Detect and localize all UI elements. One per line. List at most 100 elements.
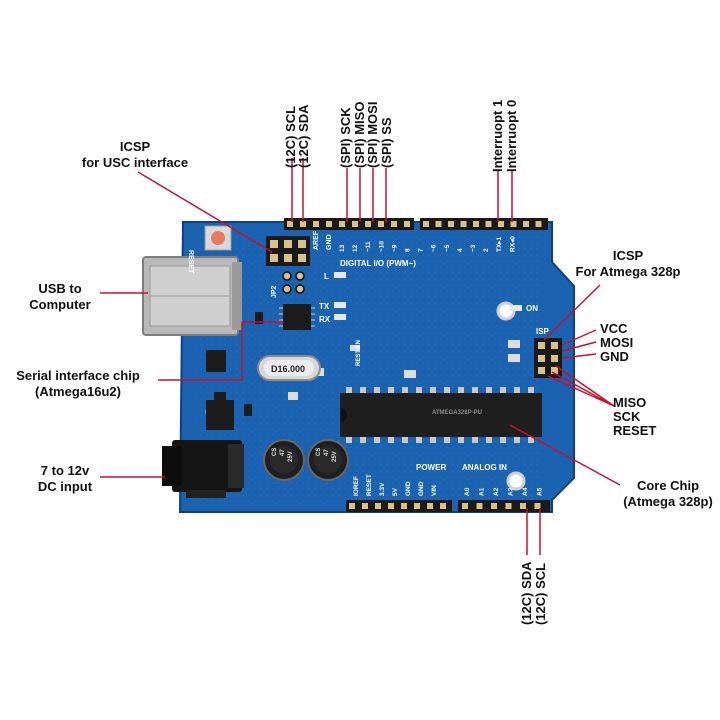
chip-leg	[374, 437, 380, 443]
chip-leg	[402, 437, 408, 443]
header-pin	[388, 503, 394, 509]
reset-button	[204, 225, 232, 251]
led-l	[334, 272, 346, 278]
label-spi-mosi: (SPI) MOSI	[365, 101, 380, 168]
label-serial-chip-line1: Serial interface chip	[16, 368, 140, 383]
label-dc-input: 7 to 12v DC input	[28, 463, 102, 495]
label-gnd: GND	[600, 349, 629, 364]
chip-leg	[444, 387, 450, 393]
chip-leg	[514, 437, 520, 443]
atmega328p-chip	[340, 387, 542, 443]
pointer-lines	[100, 158, 621, 555]
header-pin	[485, 221, 492, 227]
label-miso: MISO	[613, 395, 647, 410]
chip-leg	[514, 387, 520, 393]
mount-hole	[506, 471, 526, 491]
header-pin	[414, 503, 420, 509]
header-pin	[535, 221, 542, 227]
label-reset: RESET	[613, 423, 657, 438]
power-header	[346, 500, 452, 512]
chip-leg	[528, 437, 534, 443]
dc-jack	[162, 440, 244, 498]
header-pin	[300, 221, 306, 227]
header-pin	[510, 221, 517, 227]
smd-part	[206, 350, 226, 372]
chip-leg	[388, 387, 394, 393]
chip-leg	[430, 387, 436, 393]
led-rx	[334, 314, 346, 320]
label-icsp-usb-line1: ICSP	[119, 139, 151, 154]
label-bottom-sda: (12C) SDA	[519, 561, 534, 625]
header-pin	[435, 221, 442, 227]
label-usb-computer: USB to Computer	[18, 281, 102, 313]
label-int1: Interruopt 1	[490, 99, 505, 172]
label-icsp-atmega-line1: ICSP	[612, 248, 644, 263]
chip-leg	[486, 387, 492, 393]
atmega16u2-chip	[279, 304, 315, 330]
header-pin	[404, 221, 410, 227]
header-pin	[462, 503, 468, 509]
header-pin	[375, 503, 381, 509]
label-sck: SCK	[613, 409, 641, 424]
label-usb-computer-line2: Computer	[29, 297, 91, 312]
label-spi-ss: (SPI) SS	[379, 117, 394, 168]
chip-leg	[500, 387, 506, 393]
label-core-chip: Core Chip (Atmega 328p)	[616, 478, 720, 510]
chip-leg	[528, 387, 534, 393]
header-pin	[473, 221, 479, 227]
icsp-atmega-header	[534, 338, 562, 378]
header-pin	[498, 221, 504, 227]
header-pin	[505, 503, 512, 509]
header-pin	[339, 221, 345, 227]
label-icsp-usb: ICSP for USC interface	[60, 139, 210, 171]
label-usb-computer-line1: USB to	[38, 281, 82, 296]
led-on	[510, 305, 522, 311]
header-pin	[460, 221, 467, 227]
label-vcc: VCC	[600, 321, 628, 336]
usb-connector	[142, 256, 242, 336]
header-pin	[378, 221, 384, 227]
chip-leg	[430, 437, 436, 443]
label-core-chip-line1: Core Chip	[636, 478, 700, 493]
header-pin	[440, 503, 446, 509]
header-pin	[349, 503, 355, 509]
chip-leg	[472, 437, 478, 443]
label-top-sda: (12C) SDA	[296, 104, 311, 168]
header-pin	[534, 503, 541, 509]
label-icsp-atmega: ICSP For Atmega 328p	[570, 248, 686, 280]
header-pin	[352, 221, 358, 227]
icsp-usb-header	[266, 236, 310, 266]
label-spi-sck: (SPI) SCK	[338, 107, 353, 168]
chip-leg	[346, 437, 352, 443]
capacitor-1	[263, 439, 305, 481]
chip-leg	[360, 437, 366, 443]
chip-leg	[360, 387, 366, 393]
label-dc-input-line1: 7 to 12v	[40, 463, 90, 478]
header-pin	[423, 221, 429, 227]
label-serial-chip-line2: (Atmega16u2)	[35, 384, 121, 399]
chip-leg	[374, 387, 380, 393]
header-pin	[401, 503, 407, 509]
chip-leg	[388, 437, 394, 443]
chip-leg	[472, 387, 478, 393]
header-pin	[313, 221, 319, 227]
label-serial-chip: Serial interface chip (Atmega16u2)	[0, 368, 156, 400]
header-pin	[362, 503, 368, 509]
chip-leg	[416, 437, 422, 443]
label-int0: Interruopt 0	[504, 99, 519, 172]
led-tx	[334, 302, 346, 308]
header-pin	[476, 503, 483, 509]
label-bottom-scl: (12C) SCL	[533, 562, 548, 625]
chip-leg	[458, 437, 464, 443]
header-pin	[287, 221, 293, 227]
header-pin	[448, 221, 454, 227]
label-mosi: MOSI	[600, 335, 634, 350]
chip-leg	[486, 437, 492, 443]
header-pin	[523, 221, 529, 227]
header-pin	[365, 221, 371, 227]
chip-leg	[500, 437, 506, 443]
chip-leg	[416, 387, 422, 393]
chip-leg	[444, 437, 450, 443]
capacitor-2	[307, 439, 349, 481]
